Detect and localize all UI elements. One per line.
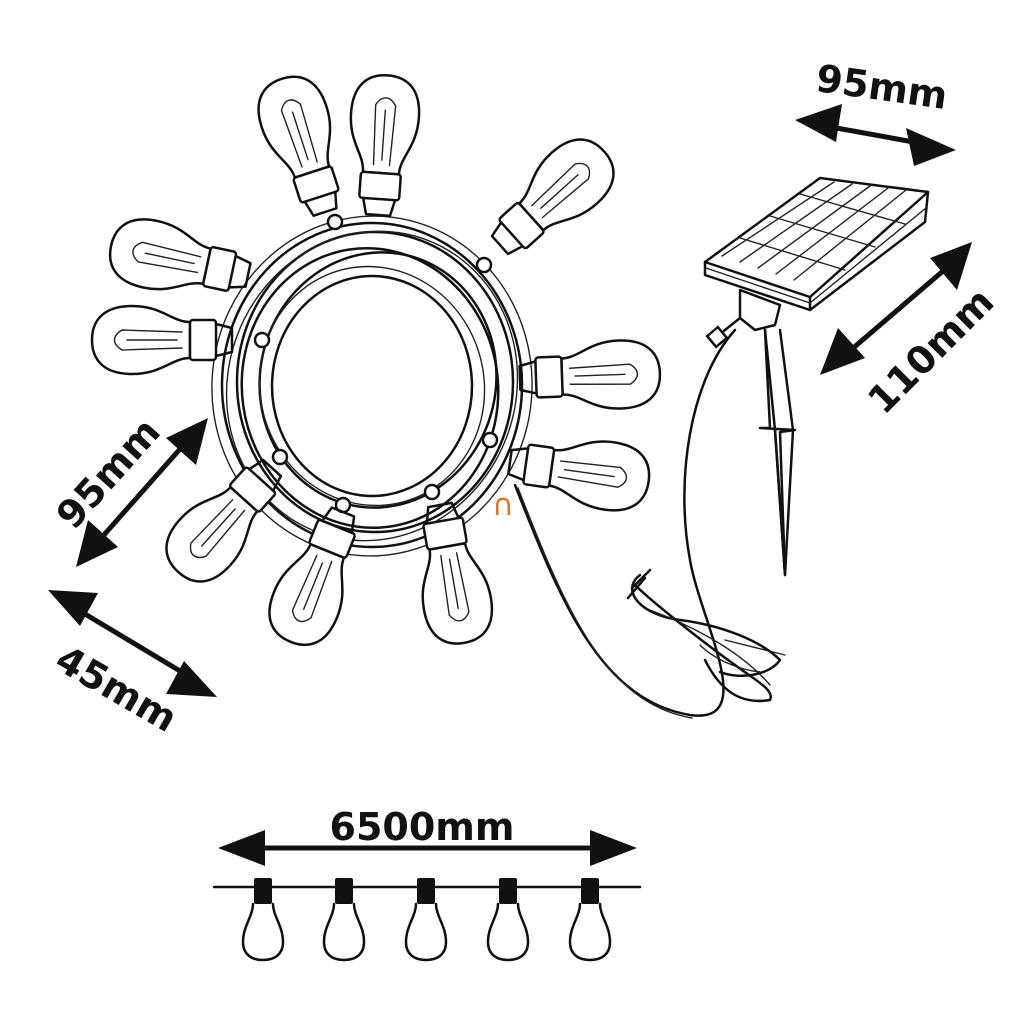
- lead-cable: [513, 328, 737, 719]
- mini-bulb: [404, 876, 448, 962]
- panel-length-label: 110mm: [859, 279, 1002, 422]
- bulb: [90, 304, 234, 376]
- solar-panel: [703, 176, 930, 312]
- bulb-length-label: 95mm: [48, 410, 169, 538]
- dimension-string-length: 6500mm: [218, 805, 637, 866]
- bulb: [151, 443, 299, 597]
- bulb: [248, 67, 359, 224]
- mini-bulb: [241, 876, 285, 962]
- bulb: [102, 211, 257, 310]
- cable-bundle: [626, 568, 786, 703]
- ground-stake: [705, 288, 797, 577]
- mini-bulb: [486, 876, 530, 962]
- mini-bulb: [568, 876, 612, 962]
- dimension-panel-width: 95mm: [795, 56, 956, 166]
- bulb: [517, 337, 663, 414]
- coiled-string-lights: ∩: [90, 67, 663, 656]
- dimension-panel-length: 110mm: [820, 242, 1002, 422]
- bulb-diameter-label: 45mm: [48, 637, 184, 741]
- accent-mark: ∩: [492, 488, 514, 523]
- cable-coil: [211, 213, 533, 557]
- string-length-label: 6500mm: [330, 805, 515, 849]
- bulb: [504, 427, 655, 517]
- bulb: [405, 497, 500, 651]
- bulb: [342, 71, 423, 219]
- dimension-bulb-diameter: 45mm: [48, 590, 217, 741]
- mini-bulb: [322, 876, 366, 962]
- string-illustration: [212, 876, 642, 962]
- bulb: [475, 124, 629, 272]
